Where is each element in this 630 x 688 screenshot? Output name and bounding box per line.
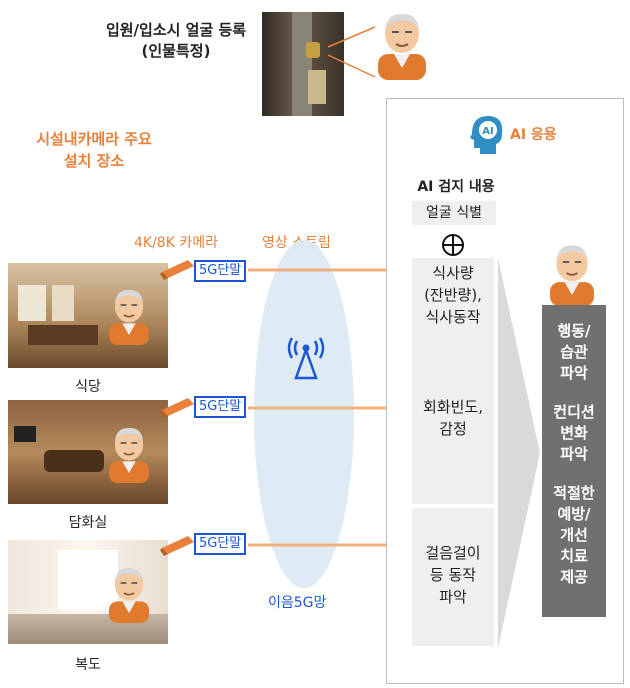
meal-line1: 식사량 (432, 264, 474, 282)
result-care: 적절한 예방/ 개선 치료 제공 (542, 483, 606, 588)
face-id-box: 얼굴 식별 (412, 201, 496, 225)
plus-circle-icon (442, 234, 464, 256)
stream-arrows (248, 264, 416, 551)
result-behavior-line1: 행동/ (557, 322, 591, 340)
camera-icon-hallway (160, 536, 194, 556)
room-label-lounge: 담화실 (68, 515, 108, 531)
face-registration-label: 입원/입소시 얼굴 등록 (인물특정) (96, 20, 256, 62)
result-care-line5: 제공 (560, 568, 588, 586)
camera-icon-lounge (160, 398, 194, 418)
meal-line3: 식사동작 (425, 308, 481, 326)
camera-type-label: 4K/8K 카메라 (134, 235, 218, 251)
entrance-camera-photo (262, 12, 344, 116)
ai-application-label: AI 응용 (510, 127, 557, 143)
room-label-hallway: 복도 (75, 657, 101, 673)
results-panel: 행동/ 습관 파악 컨디션 변화 파악 적절한 예방/ 개선 치료 제공 (542, 305, 606, 617)
camera-locations-line1: 시설내카메라 주요 (36, 130, 152, 148)
5g-terminal-tag-hallway: 5G단말 (194, 533, 247, 555)
camera-locations-label: 시설내카메라 주요 설치 장소 (24, 128, 164, 172)
conversation-line2: 감정 (439, 420, 467, 438)
local-5g-network-ellipse (254, 240, 354, 588)
gait-line3: 파악 (439, 588, 467, 606)
elderly-person-icon-lounge (109, 427, 149, 483)
room-label-dining: 식당 (75, 379, 101, 395)
result-care-line2: 예방/ (557, 505, 591, 523)
face-link-lines (327, 26, 376, 78)
5g-terminal-tag-dining: 5G단말 (194, 260, 247, 282)
result-care-line1: 적절한 (553, 484, 595, 502)
elderly-person-icon-dining (109, 289, 149, 345)
result-behavior: 행동/ 습관 파악 (542, 321, 606, 384)
face-registration-line2: (인물특정) (141, 42, 211, 60)
result-behavior-line3: 파악 (560, 364, 588, 382)
elderly-person-icon (378, 13, 426, 80)
gait-line2: 등 동작 (429, 566, 477, 584)
camera-icon-dining (160, 260, 194, 280)
result-condition-line2: 변화 (560, 424, 588, 442)
antenna-icon (287, 337, 325, 380)
camera-locations-line2: 설치 장소 (63, 152, 125, 170)
big-arrow-shape (498, 258, 540, 648)
svg-text:AI: AI (482, 126, 493, 137)
gait-line1: 걸음걸이 (425, 544, 481, 562)
ai-detection-title: AI 검지 내용 (417, 179, 495, 195)
elderly-person-icon-result (550, 245, 594, 306)
result-care-line3: 개선 (560, 526, 588, 544)
5g-terminal-tag-lounge: 5G단말 (194, 396, 247, 418)
conversation-line1: 회화빈도, (423, 398, 483, 416)
elderly-person-icon-hallway (109, 567, 149, 623)
detection-box-conversation: 회화빈도, 감정 (412, 372, 494, 504)
ai-head-icon: AI (470, 116, 503, 154)
local-5g-label: 이음5G망 (268, 595, 327, 611)
result-care-line4: 치료 (560, 547, 588, 565)
result-condition-line3: 파악 (560, 445, 588, 463)
detection-box-meal: 식사량 (잔반량), 식사동작 (412, 258, 494, 372)
detection-box-gait: 걸음걸이 등 동작 파악 (412, 508, 494, 646)
face-registration-line1: 입원/입소시 얼굴 등록 (105, 21, 247, 39)
result-condition-line1: 컨디션 (553, 403, 595, 421)
result-condition: 컨디션 변화 파악 (542, 402, 606, 465)
dining-room-photo (8, 263, 168, 368)
result-behavior-line2: 습관 (560, 343, 588, 361)
meal-line2: (잔반량), (424, 286, 482, 304)
